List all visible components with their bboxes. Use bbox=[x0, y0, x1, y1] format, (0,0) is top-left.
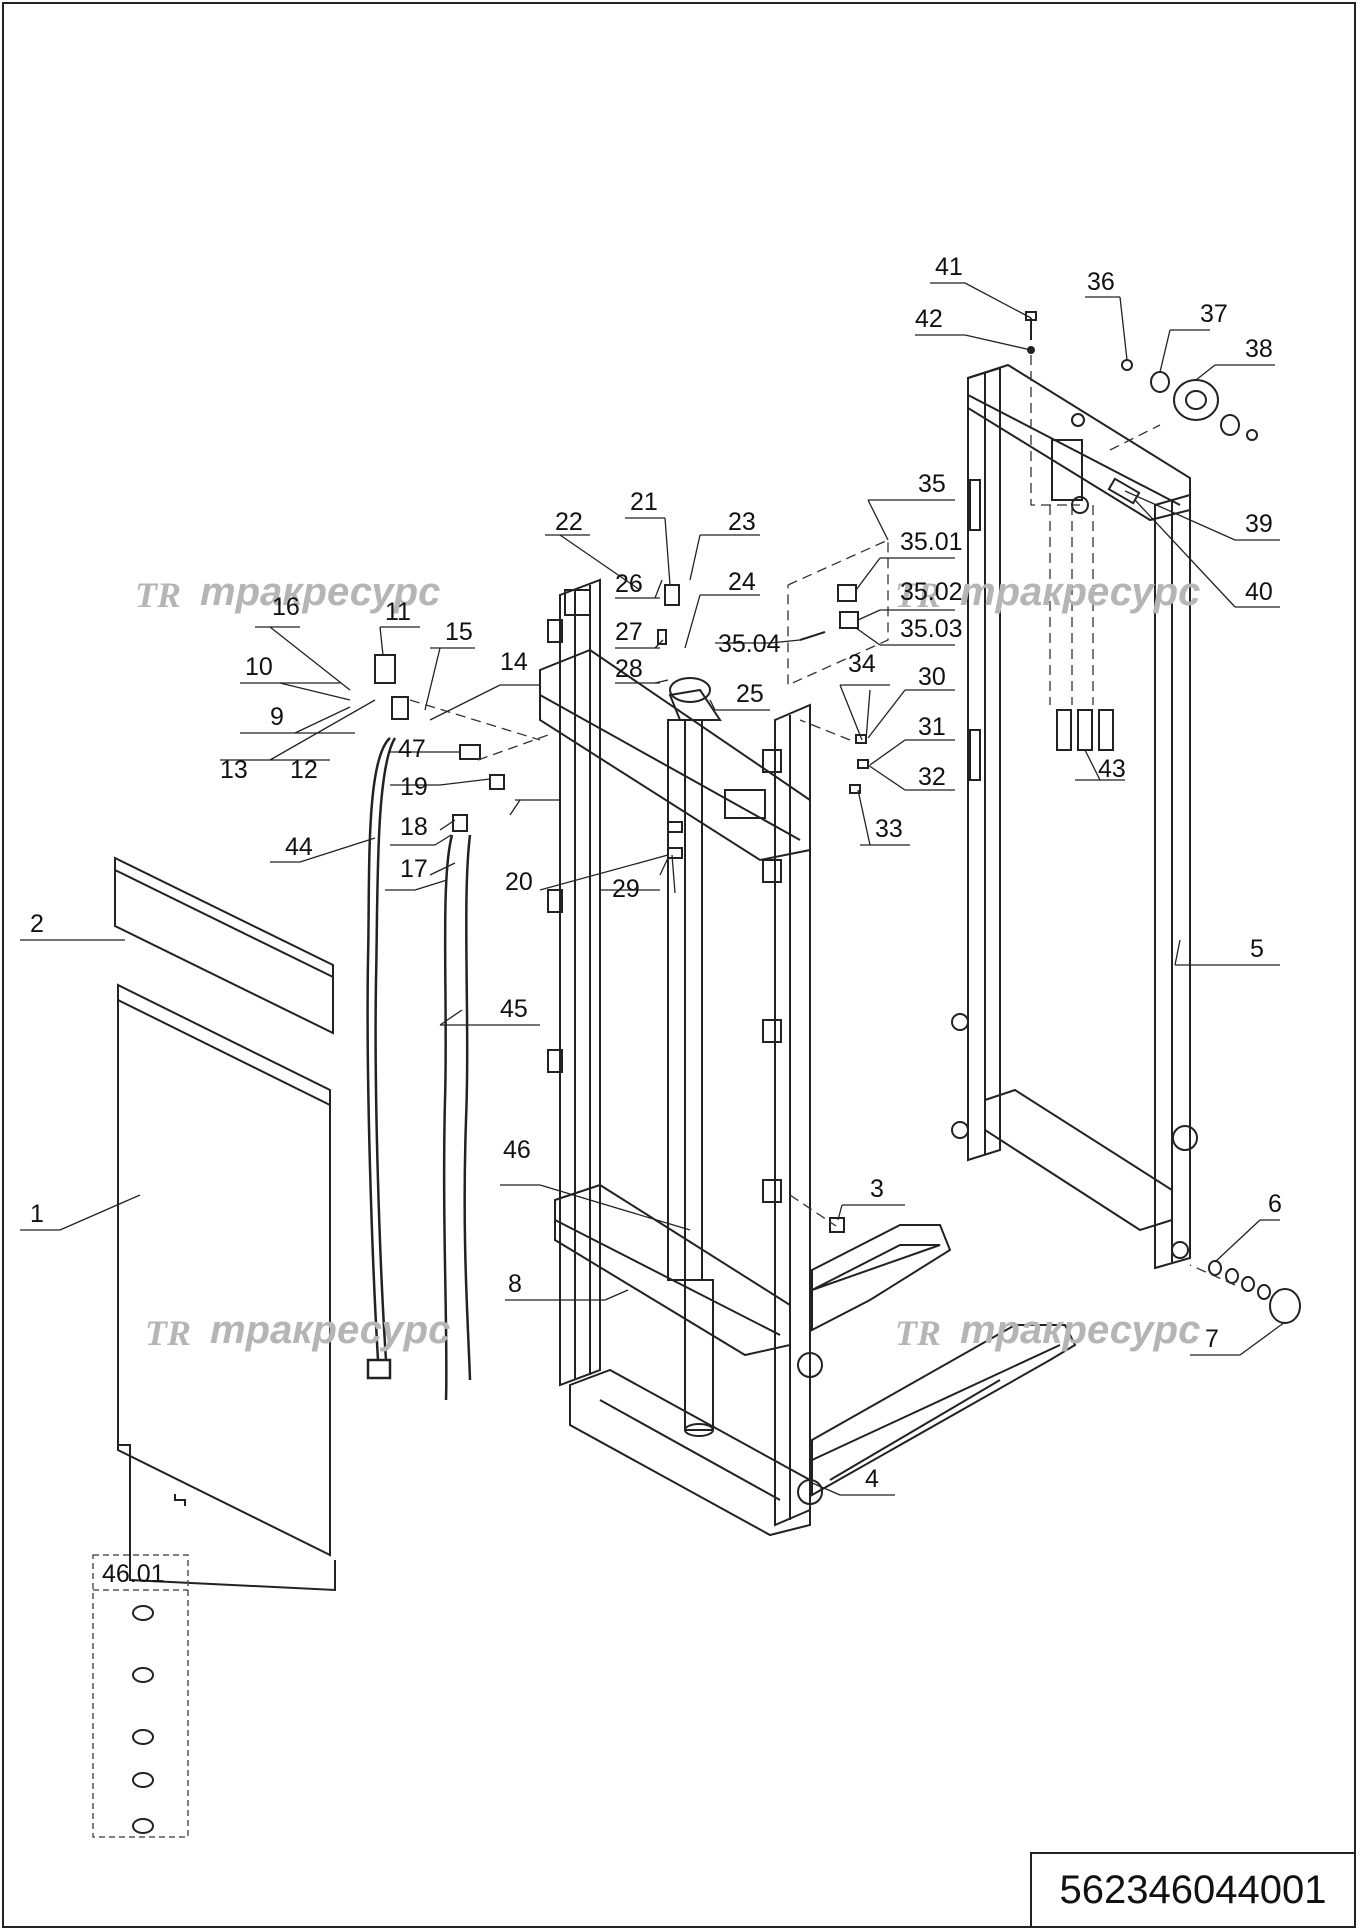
callout-8: 8 bbox=[508, 1270, 522, 1298]
callout-7: 7 bbox=[1205, 1325, 1219, 1353]
callout-31: 31 bbox=[918, 713, 946, 741]
panel-1 bbox=[117, 983, 336, 1592]
callout-20: 20 bbox=[505, 868, 533, 896]
callout-11: 11 bbox=[385, 598, 411, 626]
callout-19: 19 bbox=[400, 773, 428, 801]
kit-box-46-01: 46.01 bbox=[92, 1554, 189, 1838]
callout-39: 39 bbox=[1245, 510, 1273, 538]
watermark-text: тракресурс bbox=[960, 570, 1200, 614]
callout-38: 38 bbox=[1245, 335, 1273, 363]
callout-15: 15 bbox=[445, 618, 473, 646]
callout-45: 45 bbox=[500, 995, 528, 1023]
callout-3: 3 bbox=[870, 1175, 884, 1203]
callout-21: 21 bbox=[630, 488, 658, 516]
callout-36: 36 bbox=[1087, 268, 1115, 296]
watermark-logo: TR bbox=[145, 1313, 191, 1353]
callout-29: 29 bbox=[612, 875, 640, 903]
callout-35-01: 35.01 bbox=[900, 528, 963, 556]
small-parts bbox=[374, 311, 1301, 1324]
forks bbox=[811, 1224, 1077, 1497]
callout-labels: 1 2 3 4 5 6 7 8 9 10 11 12 13 14 15 16 1… bbox=[30, 253, 1282, 1493]
watermark-text: тракресурс bbox=[200, 570, 440, 614]
cables bbox=[366, 737, 472, 1401]
inner-mast bbox=[539, 578, 823, 1537]
callout-16: 16 bbox=[272, 593, 300, 621]
callout-34: 34 bbox=[848, 650, 876, 678]
callout-47: 47 bbox=[398, 735, 426, 763]
callout-23: 23 bbox=[728, 508, 756, 536]
callout-46: 46 bbox=[503, 1136, 531, 1164]
callout-1: 1 bbox=[30, 1200, 44, 1228]
callout-25: 25 bbox=[736, 680, 764, 708]
watermark-text: тракресурс bbox=[210, 1308, 450, 1352]
callout-14: 14 bbox=[500, 648, 528, 676]
callout-35-02: 35.02 bbox=[900, 578, 963, 606]
watermarks: TR тракресурс TR тракресурс TR тракресур… bbox=[135, 570, 1200, 1353]
callout-33: 33 bbox=[875, 815, 903, 843]
callout-2: 2 bbox=[30, 910, 44, 938]
kit-box-label: 46.01 bbox=[102, 1560, 165, 1588]
callout-35-04: 35.04 bbox=[718, 630, 781, 658]
assembly-lines bbox=[409, 355, 1236, 1286]
callout-24: 24 bbox=[728, 568, 756, 596]
callout-26: 26 bbox=[615, 570, 643, 598]
callout-32: 32 bbox=[918, 763, 946, 791]
callout-6: 6 bbox=[1268, 1190, 1282, 1218]
callout-40: 40 bbox=[1245, 578, 1273, 606]
callout-41: 41 bbox=[935, 253, 963, 281]
watermark-logo: TR bbox=[895, 575, 941, 615]
panel-2 bbox=[114, 856, 334, 1035]
callout-35-03: 35.03 bbox=[900, 615, 963, 643]
callout-43: 43 bbox=[1098, 755, 1126, 783]
watermark-logo: TR bbox=[135, 575, 181, 615]
callout-18: 18 bbox=[400, 813, 428, 841]
callout-42: 42 bbox=[915, 305, 943, 333]
callout-28: 28 bbox=[615, 655, 643, 683]
watermark-logo: TR bbox=[895, 1313, 941, 1353]
callout-12: 12 bbox=[290, 756, 318, 784]
callout-13: 13 bbox=[220, 756, 248, 784]
callout-17: 17 bbox=[400, 855, 428, 883]
callout-44: 44 bbox=[285, 833, 313, 861]
callout-27: 27 bbox=[615, 618, 643, 646]
callout-9: 9 bbox=[270, 703, 284, 731]
callout-30: 30 bbox=[918, 663, 946, 691]
callout-35: 35 bbox=[918, 470, 946, 498]
callout-10: 10 bbox=[245, 653, 273, 681]
callout-4: 4 bbox=[865, 1465, 879, 1493]
callout-37: 37 bbox=[1200, 300, 1228, 328]
part-number-box: 562346044001 bbox=[1030, 1852, 1356, 1928]
callout-22: 22 bbox=[555, 508, 583, 536]
watermark-text: тракресурс bbox=[960, 1308, 1200, 1352]
outer-mast bbox=[951, 363, 1198, 1270]
callout-5: 5 bbox=[1250, 935, 1264, 963]
leader-lines bbox=[20, 282, 1286, 1496]
